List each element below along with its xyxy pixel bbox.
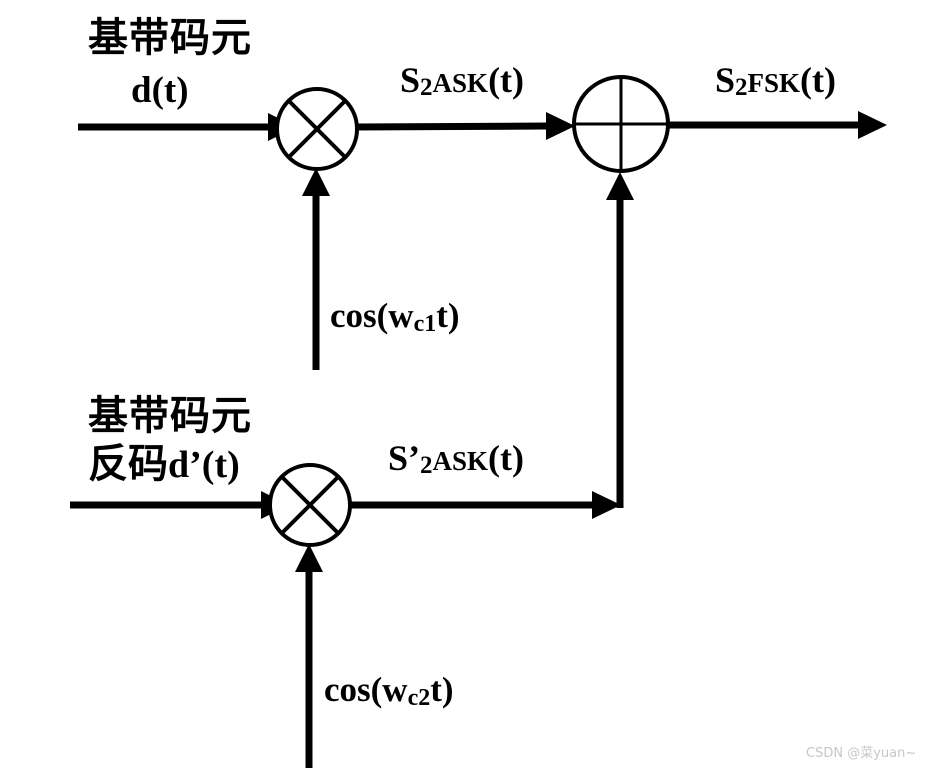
multiplier-upper-node [275, 87, 359, 171]
s2ask-prime-tail: (t) [488, 438, 525, 478]
wire-adder-to-output [666, 111, 887, 139]
wire-baseband-bottom-to-multiplier [70, 491, 289, 519]
wire-carrier1-to-multiplier [302, 168, 330, 370]
label-baseband-top-line2: d(t) [131, 70, 189, 111]
s2fsk-tail: (t) [800, 60, 837, 100]
label-baseband-bottom-line1: 基带码元 [88, 393, 252, 439]
wire-riser-to-adder [606, 172, 634, 508]
carrier1-tail: t) [436, 296, 460, 335]
carrier1-subscript: c1 [413, 311, 437, 337]
label-s2fsk: S2FSK(t) [715, 60, 837, 101]
carrier2-head: cos(w [324, 670, 408, 709]
label-s2ask: S2ASK(t) [400, 60, 525, 101]
carrier2-subscript: c2 [407, 685, 431, 711]
baseband-bottom-cjk: 反码 [88, 441, 168, 487]
s2ask-tail: (t) [488, 60, 525, 100]
carrier1-head: cos(w [330, 296, 414, 335]
carrier2-tail: t) [430, 670, 454, 709]
watermark-text: CSDN @菜yuan~ [806, 746, 917, 761]
s2ask-modulation: ASK [432, 68, 489, 98]
s2fsk-subscript: 2 [735, 74, 748, 101]
wire-baseband-top-to-multiplier [78, 113, 296, 141]
label-baseband-top-line1: 基带码元 [88, 15, 252, 61]
wire-carrier2-to-multiplier-lower [295, 544, 323, 768]
adder-node [572, 75, 670, 173]
multiplier-lower-node [268, 463, 352, 547]
label-carrier2: cos(wc2t) [324, 670, 454, 710]
s2fsk-main: S [715, 60, 736, 100]
s2ask-main: S [400, 60, 421, 100]
s2ask-prime-main: S’ [388, 438, 421, 478]
s2fsk-modulation: FSK [747, 68, 801, 98]
wire-multiplier-to-adder [355, 112, 575, 140]
wire-multiplier-lower-to-riser [349, 491, 621, 519]
label-s2ask-prime: S’2ASK(t) [388, 438, 525, 479]
s2ask-prime-subscript: 2 [420, 452, 433, 479]
s2ask-prime-modulation: ASK [432, 446, 489, 476]
label-baseband-bottom-line2: 反码d’(t) [88, 444, 240, 484]
label-carrier1: cos(wc1t) [330, 296, 460, 336]
s2ask-subscript: 2 [420, 74, 433, 101]
baseband-bottom-signal: d’(t) [168, 444, 240, 486]
